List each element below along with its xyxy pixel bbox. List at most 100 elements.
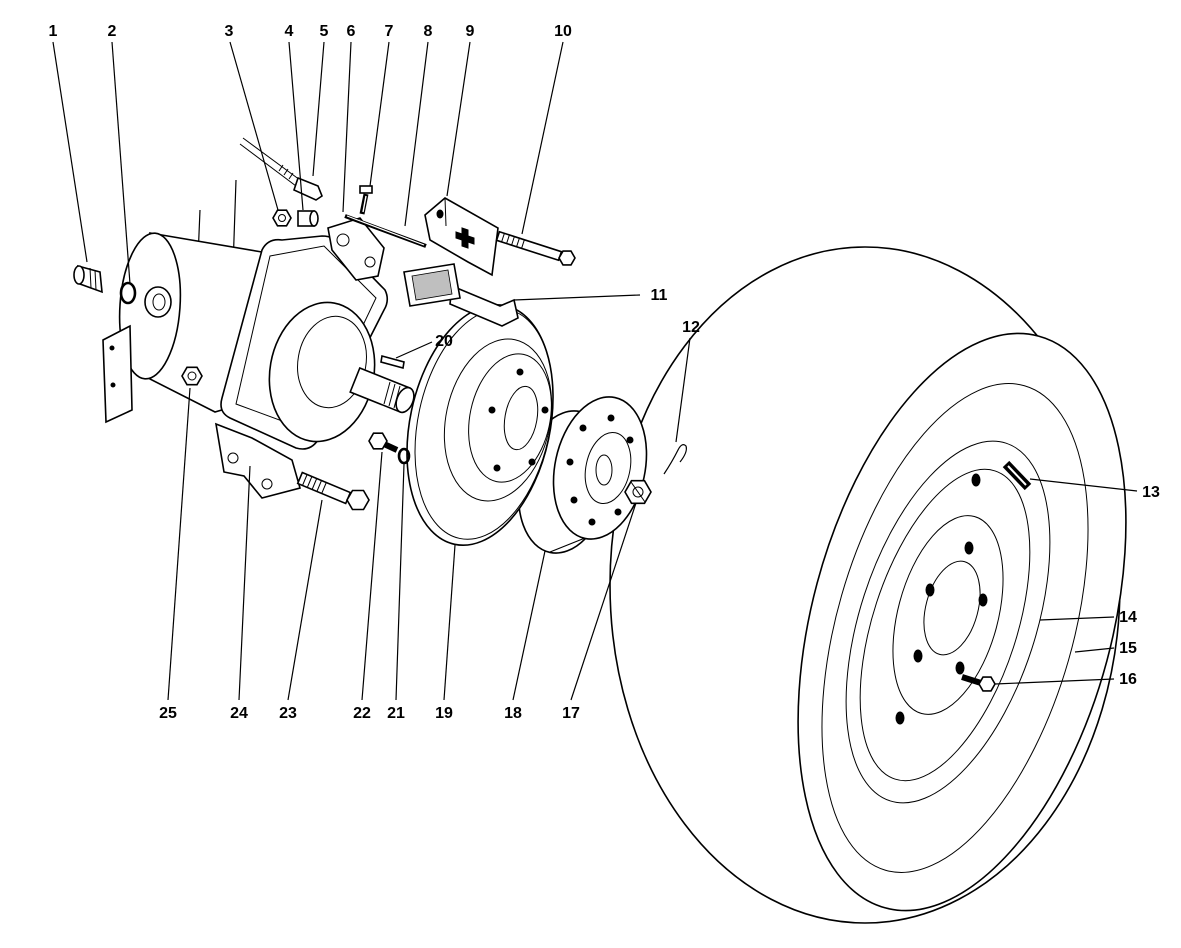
- upper-bracket-hole: [336, 233, 350, 247]
- leader-line-19: [443, 544, 456, 701]
- mounting-plate: [102, 324, 133, 424]
- caliper-bolt-thread: [511, 236, 515, 246]
- grease-fitting-tip: [73, 265, 85, 285]
- brake-caliper: [424, 197, 499, 277]
- brake-rod-line: [239, 143, 297, 187]
- brake-pad-lining: [411, 269, 453, 301]
- brake-pad: [403, 263, 519, 327]
- leader-line-11: [513, 294, 641, 301]
- brake-rod-clevis: [293, 176, 323, 201]
- upper-bracket: [327, 217, 385, 281]
- bolt-thread: [306, 476, 313, 488]
- callout-8: 8: [424, 23, 433, 40]
- nut-bore: [187, 371, 197, 381]
- rim-dish: [892, 515, 1004, 715]
- rim-center-hole: [923, 560, 981, 656]
- callout-1: 1: [49, 23, 58, 40]
- bushing-end: [309, 210, 319, 227]
- mounting-plate-hole: [109, 345, 115, 351]
- leader-line-7: [369, 41, 390, 187]
- caliper-bolt-thread: [501, 233, 505, 243]
- callout-13: 13: [1142, 484, 1160, 501]
- castle-nut: [624, 479, 652, 505]
- spindle-housing: [268, 301, 415, 443]
- spindle-shaft-end: [395, 386, 415, 414]
- brake-rod-line: [242, 137, 301, 181]
- leader-line-12: [675, 337, 691, 443]
- rim-hole: [913, 649, 923, 663]
- washer-ring: [397, 447, 411, 465]
- callout-12: 12: [682, 319, 700, 336]
- brake-rod-thread: [283, 168, 289, 176]
- caliper-bolt-head: [558, 250, 576, 266]
- grease-fitting-thread: [89, 267, 92, 289]
- leader-line-23: [287, 499, 323, 701]
- brake-lever-arm-highlight: [346, 215, 425, 246]
- bolt-22: [368, 432, 399, 453]
- spindle-thread: [393, 385, 401, 409]
- bolt-23: [296, 471, 370, 511]
- hub-bottom-edge: [549, 537, 586, 553]
- callout-4: 4: [285, 23, 294, 40]
- leader-line-15: [1074, 647, 1115, 653]
- spindle-key: [380, 354, 405, 370]
- lug-bolt-shank: [961, 674, 982, 686]
- callout-16: 16: [1119, 671, 1137, 688]
- leader-line-5: [312, 41, 325, 177]
- tire-bead-line: [821, 383, 1089, 873]
- callout-11: 11: [651, 287, 668, 304]
- nut-3: [272, 209, 292, 227]
- castle-nut-slot: [630, 481, 646, 503]
- brake-pad-bracket: [449, 284, 519, 327]
- leader-line-17: [570, 502, 637, 701]
- cotter-pin-body: [663, 444, 687, 475]
- valve-stem: [1002, 460, 1032, 491]
- rim-hole: [964, 541, 974, 555]
- bolt-head: [368, 432, 388, 450]
- key-body: [380, 354, 405, 370]
- leader-line-16: [994, 678, 1115, 685]
- brake-drum-bolt-hole: [516, 368, 524, 376]
- caliper-bolt-thread: [521, 239, 525, 249]
- leader-lines: [52, 41, 1138, 701]
- bolt-thread: [302, 474, 308, 486]
- caliper-bolt: [495, 230, 576, 266]
- brake-drum: [443, 338, 553, 502]
- callout-9: 9: [466, 23, 475, 40]
- spindle-bell-inner: [297, 315, 367, 409]
- leader-line-9: [446, 41, 471, 197]
- callout-23: 23: [279, 705, 297, 722]
- hub-center-hole: [595, 454, 613, 486]
- callout-22: 22: [353, 705, 371, 722]
- hub-bolt-hole: [626, 436, 634, 444]
- caliper-edge: [444, 197, 447, 227]
- brake-rod-thread: [278, 164, 284, 172]
- rim-hole: [925, 583, 935, 597]
- fitting-washer-ring: [119, 281, 137, 305]
- leader-line-2: [111, 41, 131, 285]
- nut-body: [272, 209, 292, 227]
- callout-10: 10: [554, 23, 572, 40]
- lug-bolt-head: [978, 676, 996, 692]
- bushing-4: [297, 210, 319, 227]
- brake-disc: [406, 303, 554, 547]
- brake-pad-body: [403, 263, 461, 307]
- hub-bolt-hole: [588, 518, 596, 526]
- lower-bracket: [214, 422, 301, 499]
- brake-drum-bolt-hole: [541, 406, 549, 414]
- leader-line-20: [395, 341, 433, 359]
- fitting-washer: [119, 281, 137, 305]
- callout-14: 14: [1119, 609, 1137, 626]
- callout-15: 15: [1119, 640, 1137, 657]
- callout-6: 6: [347, 23, 356, 40]
- valve-stem-highlight: [1007, 465, 1027, 486]
- rim-hole: [971, 473, 981, 487]
- pin-head: [359, 185, 373, 194]
- leader-line-21: [395, 463, 405, 701]
- pin-7: [359, 185, 373, 215]
- spindle-thread: [383, 381, 391, 405]
- callout-21: 21: [387, 705, 405, 722]
- rim-hole: [955, 661, 965, 675]
- rim-hole: [895, 711, 905, 725]
- mounting-plate-hole: [110, 382, 116, 388]
